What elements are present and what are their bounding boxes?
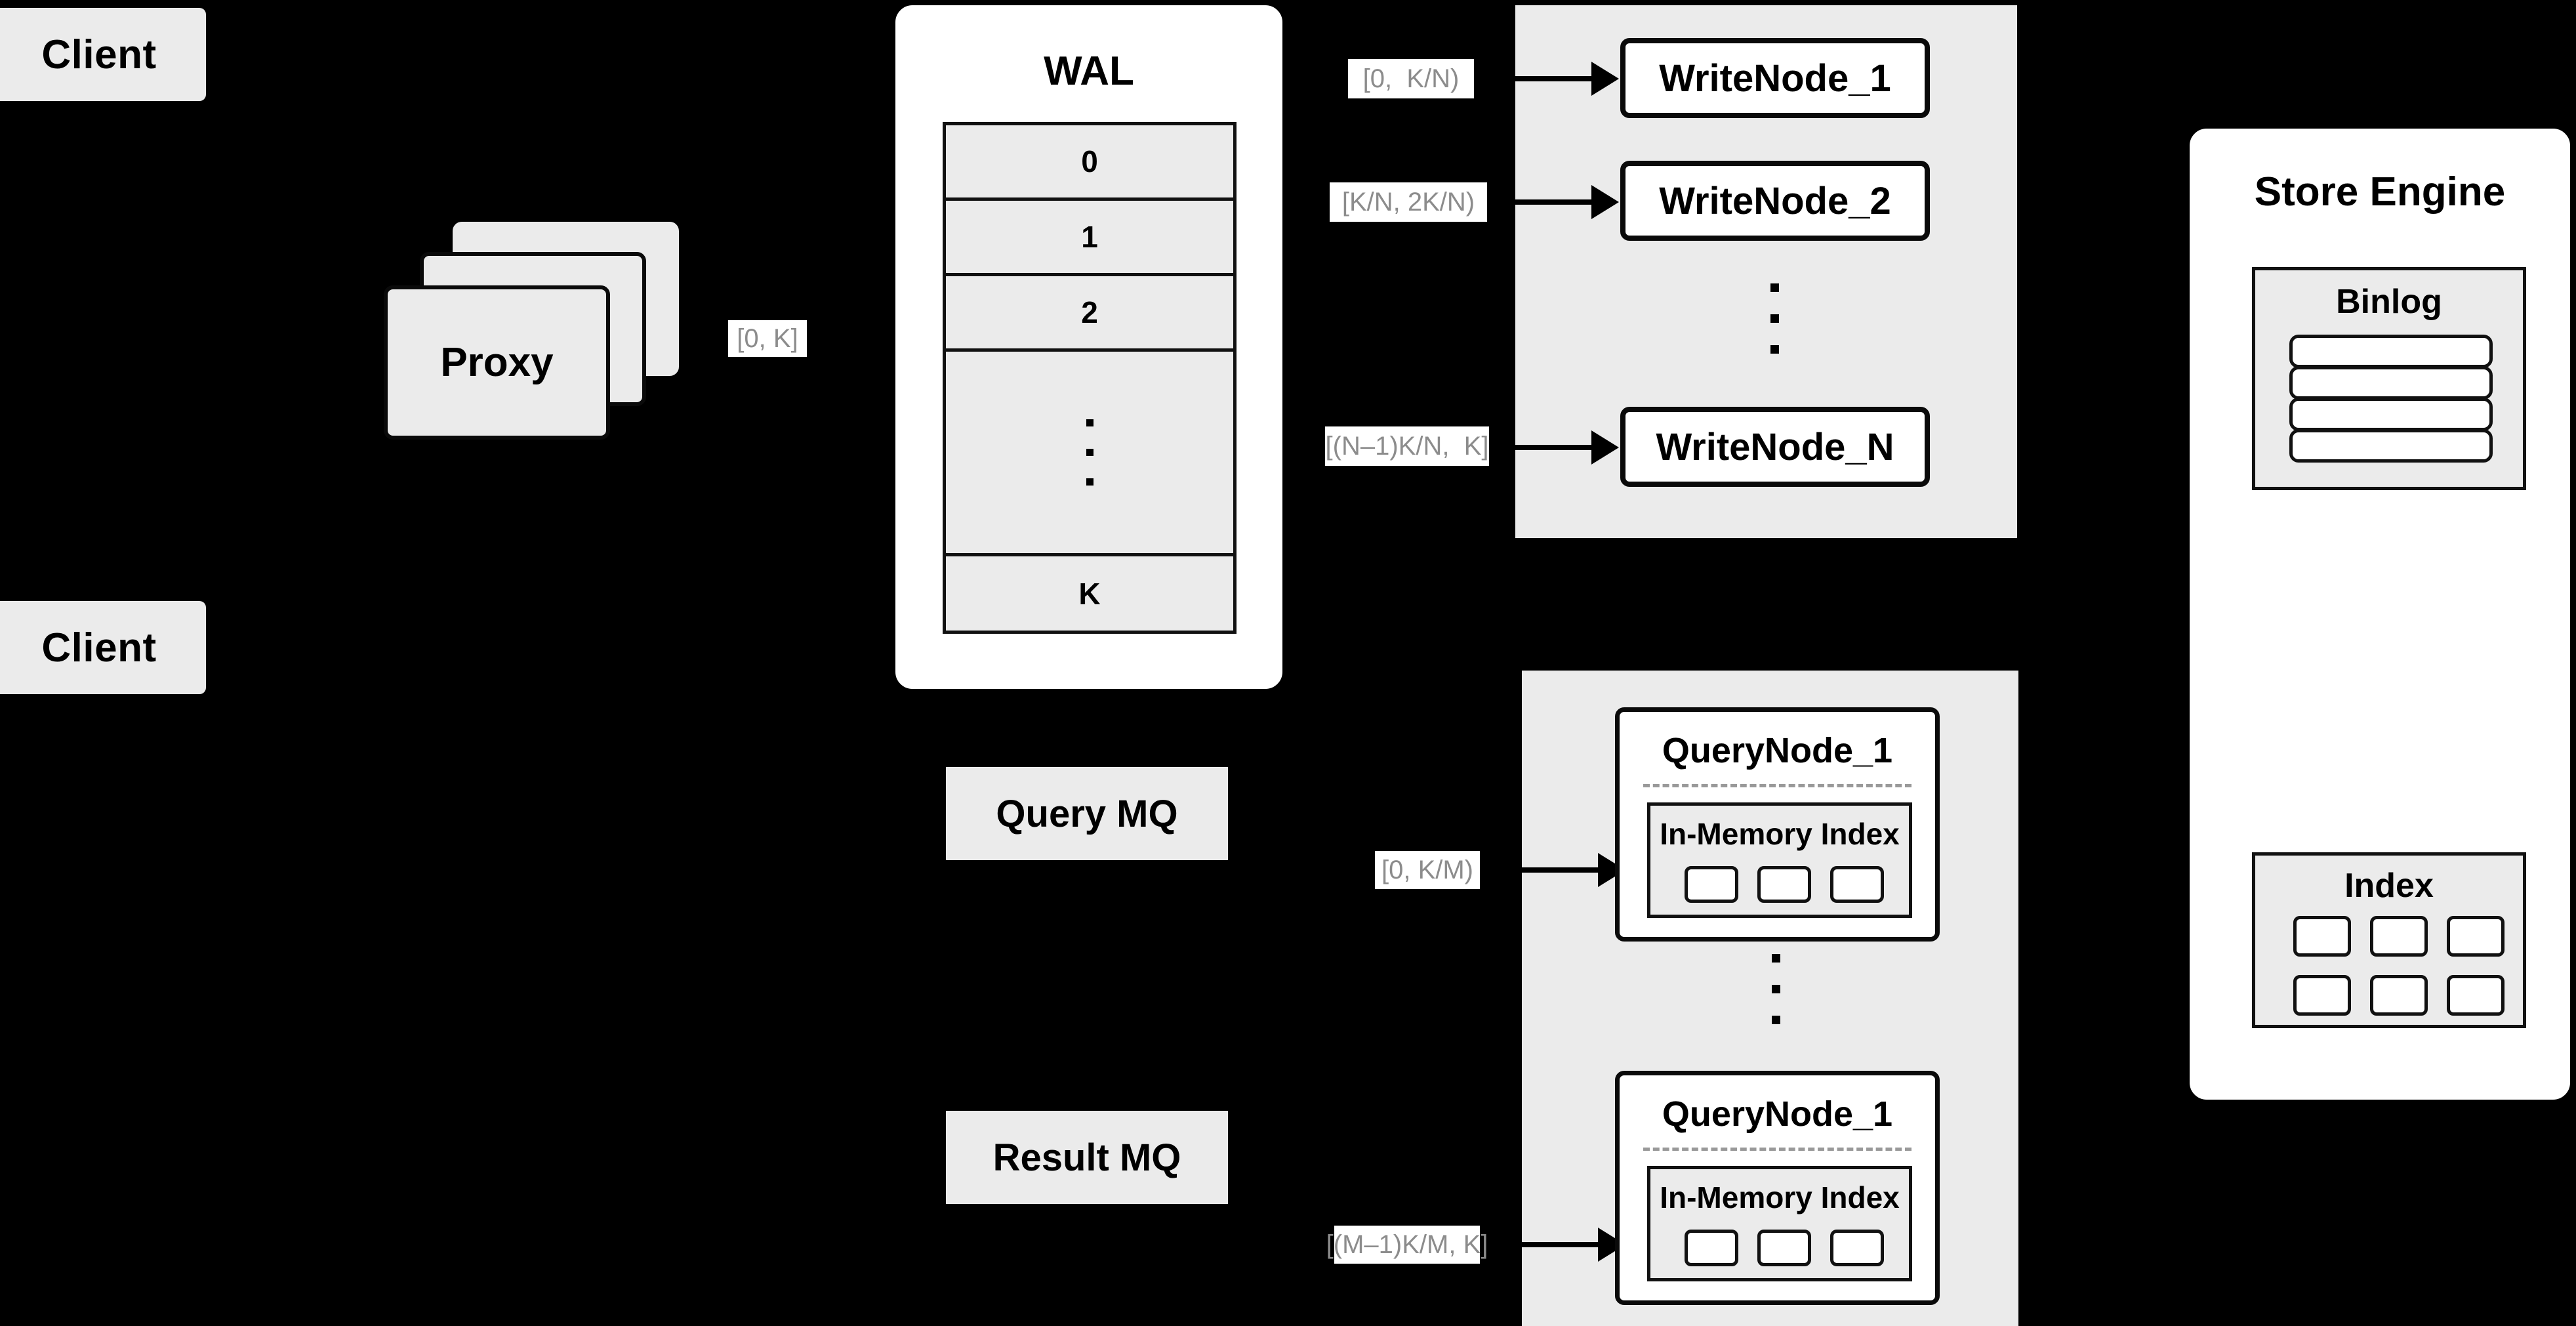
store-engine-title: Store Engine bbox=[2254, 169, 2506, 215]
query-node-m[interactable]: QueryNode_1 In-Memory Index bbox=[1615, 1071, 1940, 1305]
query-node-1-index-segment-1[interactable] bbox=[1685, 866, 1738, 903]
query-node-m-in-memory-index: In-Memory Index bbox=[1647, 1166, 1912, 1281]
query-node-1-title: QueryNode_1 bbox=[1662, 731, 1893, 770]
wal-row-ellipsis bbox=[946, 352, 1233, 556]
writenode-1-range-tag: [0, K/N) bbox=[1348, 59, 1474, 98]
index-cell-r2c2[interactable] bbox=[2370, 975, 2428, 1016]
binlog-row-3[interactable] bbox=[2289, 398, 2493, 431]
client-label-2: Client bbox=[41, 625, 157, 671]
query-node-m-divider bbox=[1643, 1148, 1912, 1151]
query-mq-box[interactable]: Query MQ bbox=[946, 767, 1228, 860]
wal-row-k[interactable]: K bbox=[946, 556, 1233, 631]
writenode-2-range-tag: [K/N, 2K/N) bbox=[1330, 182, 1487, 222]
query-node-m-title: QueryNode_1 bbox=[1662, 1094, 1893, 1134]
wal-title: WAL bbox=[1044, 49, 1134, 94]
index-cell-r2c1[interactable] bbox=[2293, 975, 2351, 1016]
wal-row-2[interactable]: 2 bbox=[946, 276, 1233, 352]
query-node-1[interactable]: QueryNode_1 In-Memory Index bbox=[1615, 707, 1940, 942]
query-node-1-divider bbox=[1643, 784, 1912, 787]
binlog-row-1[interactable] bbox=[2289, 335, 2493, 368]
result-mq-box[interactable]: Result MQ bbox=[946, 1111, 1228, 1204]
query-mq-label: Query MQ bbox=[996, 792, 1178, 835]
index-cell-r1c3[interactable] bbox=[2447, 916, 2504, 957]
query-node-1-index-segment-3[interactable] bbox=[1830, 866, 1884, 903]
querynode-1-range-tag: [0, K/M) bbox=[1375, 851, 1480, 889]
binlog-row-4[interactable] bbox=[2289, 429, 2493, 463]
binlog-title: Binlog bbox=[2336, 283, 2442, 321]
store-engine-container: Store Engine Binlog Index bbox=[2190, 129, 2570, 1100]
index-cell-r2c3[interactable] bbox=[2447, 975, 2504, 1016]
client-label-1: Client bbox=[41, 31, 157, 77]
querynode-m-range-tag: [(M–1)K/M, K] bbox=[1326, 1226, 1488, 1264]
write-node-n-label: WriteNode_N bbox=[1656, 425, 1894, 468]
client-box-1[interactable]: Client bbox=[0, 8, 206, 101]
write-cluster-vertical-dots-icon bbox=[1765, 276, 1784, 361]
binlog-panel: Binlog bbox=[2252, 267, 2526, 490]
query-node-m-index-segment-1[interactable] bbox=[1685, 1230, 1738, 1266]
index-title: Index bbox=[2344, 867, 2434, 905]
index-cell-r1c2[interactable] bbox=[2370, 916, 2428, 957]
proxy-label: Proxy bbox=[440, 340, 554, 385]
write-node-1-label: WriteNode_1 bbox=[1659, 56, 1891, 100]
index-panel: Index bbox=[2252, 852, 2526, 1028]
proxy-stack-sheet-1[interactable] bbox=[384, 285, 610, 440]
write-node-2-label: WriteNode_2 bbox=[1659, 179, 1891, 222]
proxy-output-range-tag: [0, K] bbox=[728, 320, 807, 357]
wal-row-1[interactable]: 1 bbox=[946, 201, 1233, 276]
query-node-m-index-segment-2[interactable] bbox=[1757, 1230, 1811, 1266]
query-cluster-vertical-dots-icon bbox=[1766, 945, 1786, 1033]
query-node-m-index-title: In-Memory Index bbox=[1660, 1180, 1900, 1214]
result-mq-label: Result MQ bbox=[992, 1136, 1181, 1179]
index-cell-r1c1[interactable] bbox=[2293, 916, 2351, 957]
wal-entry-stack: 0 1 2 K bbox=[943, 122, 1237, 634]
query-node-1-in-memory-index: In-Memory Index bbox=[1647, 802, 1912, 918]
query-node-m-index-segment-3[interactable] bbox=[1830, 1230, 1884, 1266]
query-node-1-index-segment-2[interactable] bbox=[1757, 866, 1811, 903]
wal-container: WAL 0 1 2 K bbox=[895, 5, 1282, 689]
write-node-n[interactable]: WriteNode_N bbox=[1620, 407, 1930, 487]
wal-vertical-dots-icon bbox=[1086, 419, 1094, 486]
query-node-1-index-title: In-Memory Index bbox=[1660, 817, 1900, 851]
wal-row-0[interactable]: 0 bbox=[946, 125, 1233, 201]
write-node-1[interactable]: WriteNode_1 bbox=[1620, 38, 1930, 118]
write-node-2[interactable]: WriteNode_2 bbox=[1620, 161, 1930, 241]
writenode-n-range-tag: [(N–1)K/N, K] bbox=[1325, 426, 1489, 466]
client-box-2[interactable]: Client bbox=[0, 601, 206, 694]
binlog-row-2[interactable] bbox=[2289, 366, 2493, 400]
